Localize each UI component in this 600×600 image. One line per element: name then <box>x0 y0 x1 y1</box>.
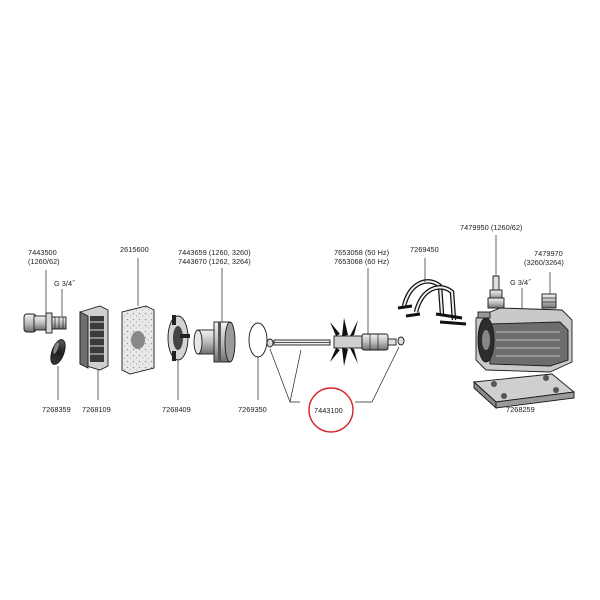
axle-set <box>266 336 405 348</box>
pump-head <box>193 321 236 363</box>
label-inlet-part: 7443500 <box>28 248 57 257</box>
impeller-cover <box>167 315 190 361</box>
impeller-rotor <box>330 318 397 366</box>
base-plate <box>472 373 576 410</box>
label-outlet-part: 7479950 (1260/62) <box>460 223 522 232</box>
label-impeller-cover: 7268409 <box>162 405 191 414</box>
retaining-clip <box>397 279 467 326</box>
motor-housing <box>475 307 573 373</box>
label-impeller-b: 7653068 (60 Hz) <box>334 257 389 266</box>
inlet-cap <box>50 339 66 365</box>
label-outlet-alt-variant: (3260/3264) <box>524 258 564 267</box>
label-pump-head-a: 7443659 (1260, 3260) <box>178 248 251 257</box>
label-impeller-a: 7653058 (50 Hz) <box>334 248 389 257</box>
label-o-ring: 7269350 <box>238 405 267 414</box>
label-pump-head-b: 7443670 (1262, 3264) <box>178 257 251 266</box>
label-sponge: 2615600 <box>120 245 149 254</box>
label-outlet-alt: 7479970 <box>534 249 563 258</box>
label-clip: 7269450 <box>410 245 439 254</box>
inlet-nozzle <box>23 312 67 334</box>
filter-sponge <box>121 305 155 375</box>
label-base-plate: 7268259 <box>506 405 535 414</box>
o-ring <box>248 322 268 358</box>
label-outlet-thread: G 3/4˝ <box>510 278 531 287</box>
label-inlet-variant: (1260/62) <box>28 257 60 266</box>
label-strainer-cover: 7268109 <box>82 405 111 414</box>
label-axle-set: 7443100 <box>314 406 343 415</box>
outlet-nozzle-alt <box>541 293 557 309</box>
strainer-cover <box>79 305 109 371</box>
axle-set-highlight <box>308 387 354 433</box>
label-inlet-cap: 7268359 <box>42 405 71 414</box>
outlet-nozzle <box>487 275 505 309</box>
label-inlet-thread: G 3/4˝ <box>54 279 75 288</box>
